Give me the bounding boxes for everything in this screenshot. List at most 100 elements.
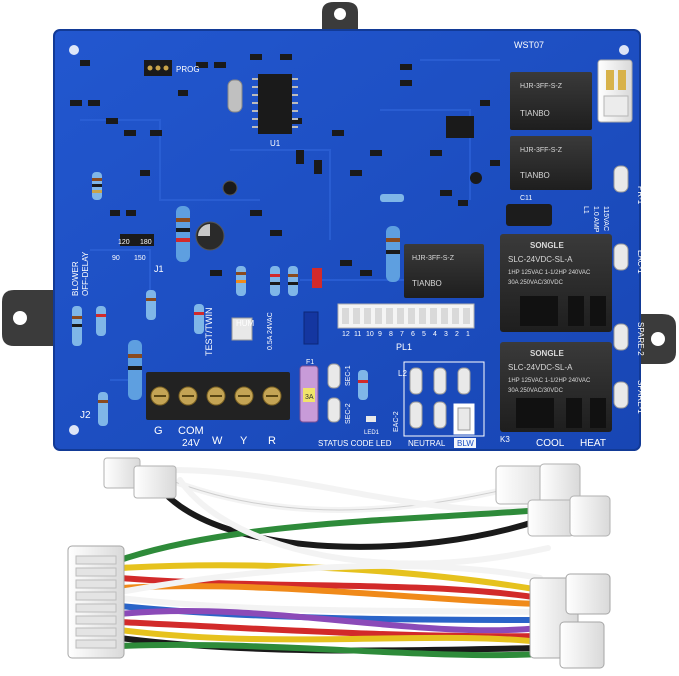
small-ic [446, 116, 474, 138]
pl1-pin-1: 1 [466, 331, 470, 338]
terminal-labels: G COM W Y R 24V [154, 425, 276, 449]
blower-label: BLOWER [71, 261, 80, 296]
neutral-label: NEUTRAL [408, 439, 446, 448]
pl1-pin-3: 3 [444, 331, 448, 338]
sec-spades [327, 363, 341, 423]
pl1-pin-12: 12 [342, 331, 350, 338]
terminal-label-g: G [154, 425, 163, 437]
header-label-90: 90 [112, 255, 120, 262]
power-relay-spec-2: 30A 250VAC/30VDC [508, 280, 564, 286]
hum-rating: 0.5A 24VAC [267, 312, 274, 350]
fuse-holder: F1 3A [299, 359, 319, 423]
c1-capacitor [303, 311, 319, 345]
signal-relay-k1: HJR-3FF-S-Z TIANBO [510, 72, 592, 130]
screw-terminal-block [146, 372, 290, 420]
c11-label: C11 [520, 195, 532, 202]
resistors [72, 172, 404, 426]
power-relay-brand: SONGLE [530, 241, 564, 250]
power-connector [597, 59, 633, 123]
signal-relay-k5: HJR-3FF-S-Z TIANBO [404, 244, 484, 298]
circuit-board [53, 29, 641, 451]
k3-label: K3 [500, 435, 510, 444]
power-relay-brand: SONGLE [530, 349, 564, 358]
pl1-pin-5: 5 [422, 331, 426, 338]
sec1-label: SEC-1 [345, 365, 352, 386]
pl1-pin-10: 10 [366, 331, 374, 338]
pl1-pin-7: 7 [400, 331, 404, 338]
prog-header: PROG [144, 60, 200, 76]
power-relay-model: SLC-24VDC-SL-A [508, 255, 573, 264]
spare1-label: SPARE-1 [636, 380, 645, 414]
cool-label: COOL [536, 438, 565, 449]
power-relay-spec-2: 30A 250VAC/30VDC [508, 388, 564, 394]
jumper-header-j1: 120 180 90 150 J1 [112, 234, 164, 274]
smd-components [70, 54, 500, 276]
fuse-rating: 3A [305, 394, 314, 401]
pl1-pin-11: 11 [354, 331, 361, 338]
pl1-pin-2: 2 [455, 331, 459, 338]
pl1-connector: 12 11 10 9 8 7 6 5 4 3 2 1 PL1 [337, 303, 475, 352]
harness-connectors [67, 457, 611, 669]
terminal-label-24v: 24V [182, 438, 200, 449]
power-relay-spec-1: 1HP 125VAC 1-1/2HP 240VAC [508, 378, 591, 384]
pl1-pin-8: 8 [389, 331, 393, 338]
header-label-120: 120 [118, 239, 130, 246]
capacitors [195, 172, 482, 251]
relay-model-label: HJR-3FF-S-Z [412, 255, 455, 262]
relay-brand-label: TIANBO [520, 109, 550, 118]
led-label: LED1 [364, 430, 380, 436]
relay-brand-label: TIANBO [520, 171, 550, 180]
terminal-label-com: COM [178, 425, 204, 437]
off-delay-label: OFF-DELAY [81, 251, 90, 296]
power-relay-upper: SONGLE SLC-24VDC-SL-A 1HP 125VAC 1-1/2HP… [500, 234, 612, 332]
header-label-180: 180 [140, 239, 152, 246]
hum-terminal: HUM [231, 317, 255, 341]
power-relay-model: SLC-24VDC-SL-A [508, 363, 573, 372]
terminal-label-r: R [268, 435, 276, 447]
prog-label: PROG [176, 65, 200, 74]
blw-label-text: BLW [457, 439, 474, 448]
eac1-label: EAC-1 [636, 250, 645, 274]
wire-harness [117, 467, 551, 659]
u1-label: U1 [270, 139, 281, 148]
pl1-pin-4: 4 [433, 331, 437, 338]
relay-model-label: HJR-3FF-S-Z [520, 147, 563, 154]
relay-model-label: HJR-3FF-S-Z [520, 83, 563, 90]
terminal-label-y: Y [240, 435, 248, 447]
j1-label: J1 [154, 264, 164, 274]
j2-label: J2 [80, 410, 91, 421]
model-label: WST07 [514, 40, 544, 50]
terminal-label-w: W [212, 435, 223, 447]
mounting-tabs [2, 2, 676, 364]
microcontroller-chip: U1 [252, 74, 298, 148]
power-relay-spec-1: 1HP 125VAC 1-1/2HP 240VAC [508, 270, 591, 276]
status-led [366, 416, 376, 422]
pl1-pin-9: 9 [378, 331, 382, 338]
blw-label-bg [454, 438, 476, 448]
status-code-led-label: STATUS CODE LED [318, 439, 392, 448]
l2-label: L2 [398, 369, 407, 378]
spade-terminals-right [613, 165, 629, 409]
crystal-oscillator [227, 79, 243, 113]
test-label: TEST/TWIN [204, 308, 214, 357]
right-edge-labels: PR-1 EAC-1 SPARE-2 SPARE-1 L1 1.0 AMP 11… [582, 186, 645, 414]
l1-label: L1 [582, 206, 589, 214]
f1-label: F1 [306, 359, 314, 366]
pl1-pin-6: 6 [411, 331, 415, 338]
pl1-label: PL1 [396, 342, 412, 352]
signal-relay-k2: HJR-3FF-S-Z TIANBO [510, 136, 592, 190]
heat-label: HEAT [580, 438, 606, 449]
red-component [312, 268, 322, 288]
neutral-spades: L2 EAC-2 NEUTRAL BLW [393, 361, 485, 448]
amp-label: 1.0 AMP [592, 206, 599, 233]
vac-label: 115VAC [602, 206, 609, 231]
c11-capacitor [506, 204, 552, 226]
pr1-label: PR-1 [636, 186, 645, 205]
header-label-150: 150 [134, 255, 146, 262]
sec2-label: SEC-2 [345, 403, 352, 424]
eac2-label: EAC-2 [393, 411, 400, 432]
hum-label: HUM [236, 319, 255, 328]
relay-brand-label: TIANBO [412, 279, 442, 288]
spare2-label: SPARE-2 [636, 322, 645, 356]
